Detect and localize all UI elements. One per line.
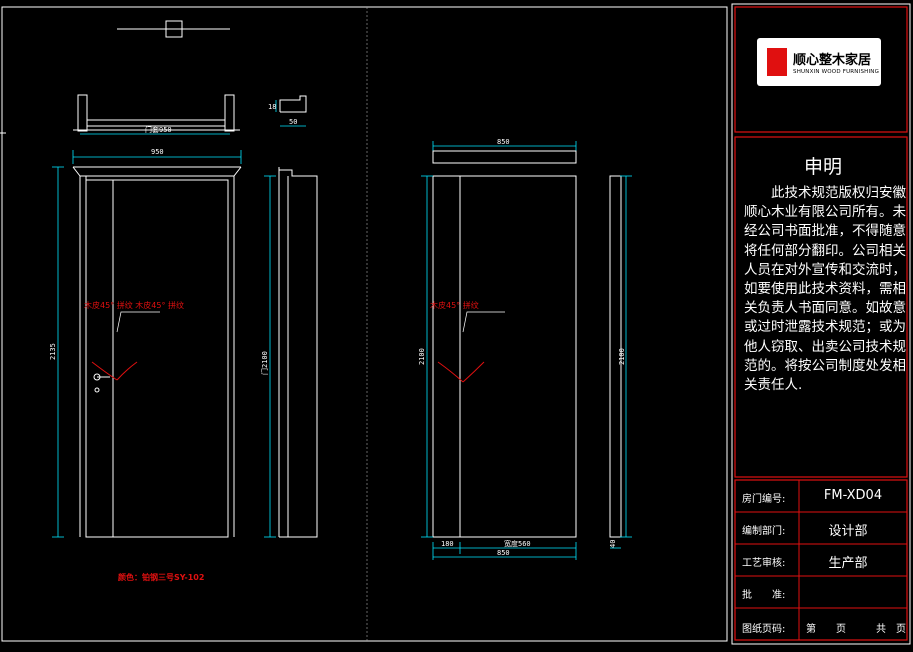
right-top-plan: [432, 150, 577, 164]
left-swing-indicator: [91, 361, 138, 381]
right-bottom-right-segment: 宽度560: [504, 539, 531, 548]
tb-label-page: 图纸页码:: [742, 624, 786, 635]
left-door-side-section: [278, 167, 318, 538]
door-height-label: 门2100: [260, 351, 269, 375]
overall-height-dimension: [52, 166, 64, 538]
declaration-body: 此技术规范版权归安徽顺心木业有限公司所有。未经公司书面批准，不得随意将任何部分翻…: [744, 185, 906, 394]
tb-label-approval: 批 准:: [742, 590, 786, 601]
titleblock-grid: [735, 480, 907, 640]
right-grain-annotation: 木皮45° 拼纹: [430, 300, 479, 310]
left-door-elevation: [72, 166, 242, 538]
tb-value-page: 第 页 共 页: [806, 624, 906, 635]
drawing-viewport-border: [1, 6, 728, 642]
right-side-thickness: 40: [609, 540, 617, 548]
right-height-dimension-left: [421, 175, 433, 538]
right-door-side-section: [609, 175, 622, 538]
right-top-width-dimension: [432, 141, 577, 151]
right-bottom-dimensions: [432, 542, 621, 560]
profile-detail: [279, 95, 307, 113]
profile-depth-dim: 50: [289, 118, 297, 126]
frame-plan-section: [73, 94, 240, 132]
right-bottom-width: 850: [497, 549, 510, 557]
logo-mark-icon: [767, 48, 787, 76]
company-name: 顺心整木家居: [793, 53, 872, 68]
declaration-frame: [734, 136, 908, 478]
door-height-dimension: [264, 175, 276, 538]
overall-height-label: 2135: [49, 343, 57, 360]
left-grain-annotation: 木皮45° 拼纹 木皮45° 拼纹: [84, 300, 184, 310]
right-door-elevation: [432, 175, 577, 538]
right-bottom-left-segment: 180: [441, 540, 454, 548]
right-height-label-left: 2100: [418, 348, 426, 365]
tb-label-department: 编制部门:: [742, 526, 786, 537]
tb-label-door-number: 房门编号:: [742, 494, 786, 505]
right-height-dimension-right: [620, 175, 632, 538]
tb-value-door-number: FM-XD04: [823, 488, 883, 503]
tb-label-review: 工艺审核:: [742, 558, 786, 569]
left-top-width-label: 950: [151, 148, 164, 156]
color-note: 颜色：铂钢三号SY-102: [118, 572, 204, 582]
tb-value-department: 设计部: [828, 524, 868, 539]
profile-height-dim: 18: [268, 103, 276, 111]
frame-plan-label: 门套950: [145, 125, 172, 134]
top-width-dimension: [72, 150, 242, 164]
right-swing-indicator: [437, 361, 485, 383]
tb-value-review: 生产部: [828, 556, 868, 571]
declaration-title: 申明: [803, 156, 842, 178]
left-door-handle: [93, 373, 110, 393]
titleblock-frame: [734, 479, 908, 641]
right-height-label-right: 2100: [618, 348, 626, 365]
company-logo: 顺心整木家居 SHUNXIN WOOD FURNISHING: [757, 38, 881, 86]
plan-symbol: [117, 20, 230, 38]
titleblock-outer-frame: [731, 3, 911, 645]
logo-frame: [734, 6, 908, 133]
company-subtitle: SHUNXIN WOOD FURNISHING: [793, 69, 880, 75]
right-top-width-label: 850: [497, 138, 510, 146]
